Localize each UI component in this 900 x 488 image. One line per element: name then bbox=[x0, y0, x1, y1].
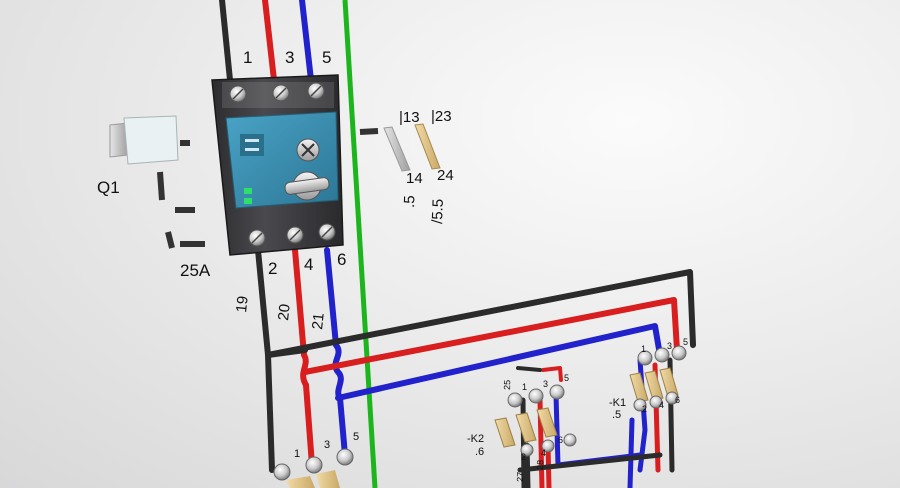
wire-number-27: 27 bbox=[515, 472, 525, 482]
rotary-handle[interactable] bbox=[284, 171, 330, 201]
aux-contact-top-13: |13 bbox=[399, 109, 420, 126]
k1-top-3: 3 bbox=[667, 341, 672, 351]
breaker-bottom-terminal-4: 4 bbox=[304, 255, 313, 274]
contactor-k2[interactable] bbox=[494, 384, 577, 457]
aux-contact-bottom-14: 14 bbox=[406, 170, 423, 187]
breaker-rating: 25A bbox=[180, 261, 211, 280]
pe-wire bbox=[342, 0, 378, 488]
lower-terminal-3: 3 bbox=[324, 439, 330, 451]
breaker-bottom-terminal-2: 2 bbox=[268, 259, 277, 278]
aux-contact-top-23: |23 bbox=[431, 108, 452, 125]
wire-number-25: 25 bbox=[502, 380, 512, 390]
k2-name: -K2 bbox=[467, 433, 484, 445]
bus-wires bbox=[265, 269, 696, 401]
wire-number-28: 28 bbox=[535, 460, 545, 470]
breaker-schematic-symbol bbox=[109, 115, 205, 249]
breaker-bottom-terminal-6: 6 bbox=[337, 250, 346, 269]
contactor-k1[interactable] bbox=[629, 345, 687, 412]
lower-terminal-5: 5 bbox=[353, 431, 359, 443]
lower-terminal-1: 1 bbox=[294, 448, 300, 460]
k2-top-1: 1 bbox=[522, 382, 527, 392]
aux-contact-ref-1: .5 bbox=[401, 195, 418, 208]
aux-contact-ref-2: /5.5 bbox=[429, 199, 447, 225]
wire-number-19: 19 bbox=[233, 295, 252, 313]
breaker-top-terminal-3: 3 bbox=[285, 48, 294, 67]
k1-bottom-6: 6 bbox=[675, 395, 680, 405]
k2-bottom-2: 2 bbox=[521, 452, 526, 462]
k1-bottom-4: 4 bbox=[659, 400, 664, 410]
supply-wires bbox=[219, 0, 314, 83]
breaker-name: Q1 bbox=[97, 178, 120, 197]
k1-top-5: 5 bbox=[683, 337, 688, 347]
k1-name: -K1 bbox=[609, 397, 626, 409]
k1-top-1: 1 bbox=[641, 344, 646, 354]
aux-contact-symbols bbox=[359, 123, 441, 172]
breaker-top-screws bbox=[229, 82, 325, 103]
k2-top-3: 3 bbox=[543, 379, 548, 389]
k2-bottom-6: 6 bbox=[558, 435, 563, 445]
wire-number-20: 20 bbox=[275, 303, 294, 321]
status-led-icon bbox=[244, 188, 252, 204]
trip-indicator-icon bbox=[296, 138, 320, 162]
k1-ref: .5 bbox=[612, 409, 621, 421]
aux-contact-bottom-24: 24 bbox=[437, 167, 454, 184]
circuit-breaker-q1[interactable] bbox=[211, 74, 344, 256]
breaker-top-terminal-1: 1 bbox=[243, 48, 252, 67]
k1-bottom-2: 2 bbox=[642, 404, 647, 414]
breaker-bottom-screws bbox=[248, 223, 336, 247]
lower-terminals bbox=[273, 448, 354, 488]
breaker-output-wires bbox=[255, 247, 348, 473]
k2-top-5: 5 bbox=[564, 373, 569, 383]
breaker-label-window bbox=[240, 134, 264, 156]
breaker-top-terminal-5: 5 bbox=[322, 48, 331, 67]
k2-ref: .6 bbox=[475, 446, 484, 458]
wire-number-21: 21 bbox=[309, 312, 328, 330]
k2-bottom-4: 4 bbox=[541, 448, 546, 458]
